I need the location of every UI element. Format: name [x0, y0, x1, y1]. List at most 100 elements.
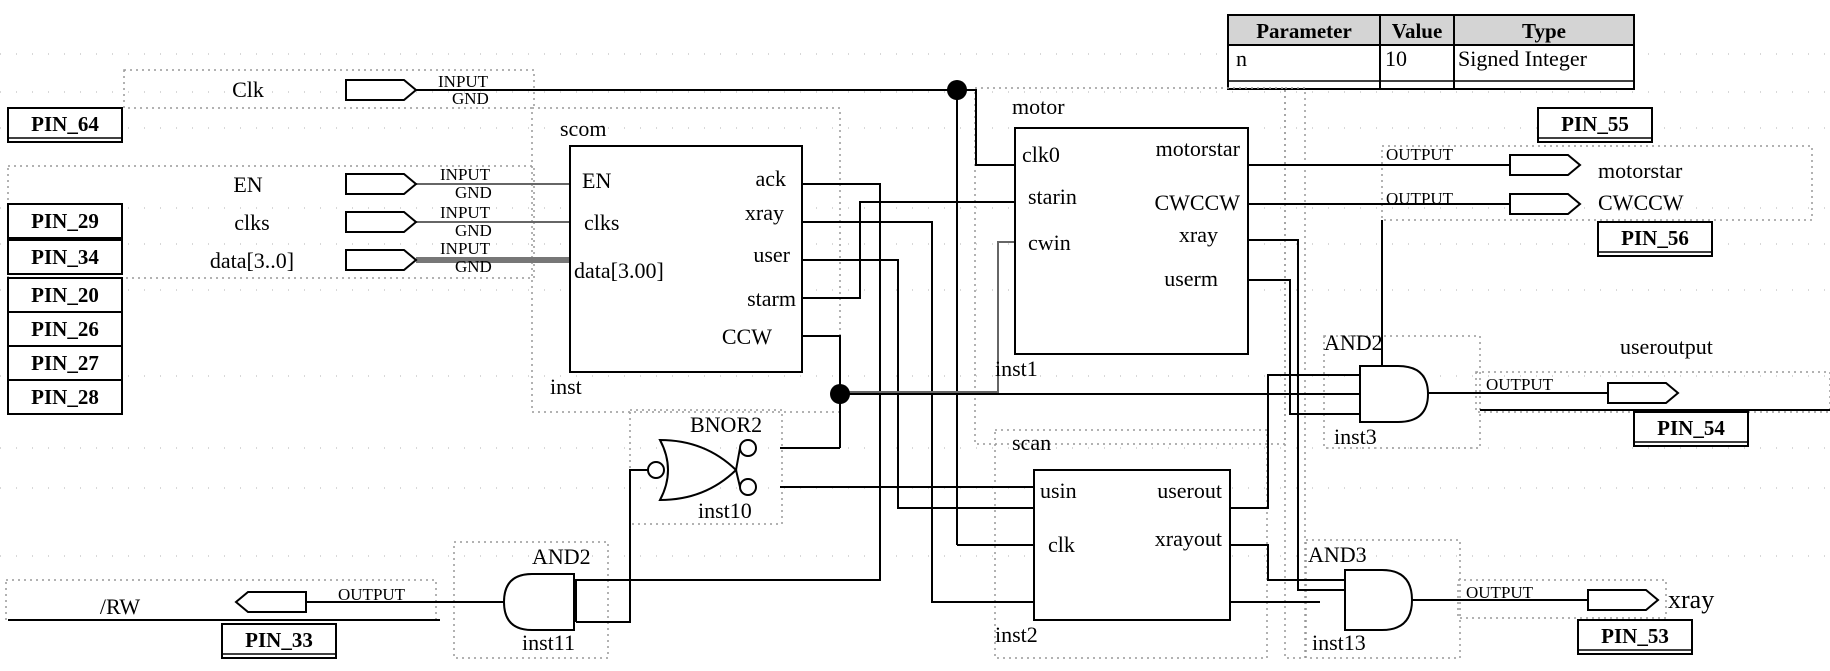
motor-output-xray: xray: [1179, 222, 1218, 247]
input-port-en-default: GND: [455, 183, 492, 202]
input-port-clk-name: Clk: [232, 77, 264, 102]
pin-box-53: PIN_53: [1577, 619, 1693, 655]
background-grid: [0, 53, 1830, 557]
output-port-useroutput-name: useroutput: [1620, 334, 1713, 359]
block-motor: motor inst1 clk0 starin cwin motorstar C…: [995, 94, 1249, 381]
input-port-clk-default: GND: [452, 89, 489, 108]
output-port-useroutput: useroutput OUTPUT: [1486, 334, 1713, 404]
pin-label-34: PIN_34: [31, 245, 99, 269]
scom-input-clks: clks: [584, 210, 619, 235]
input-port-clks: clks INPUT GND: [234, 203, 492, 240]
output-port-cwccw-name: CWCCW: [1598, 190, 1684, 215]
block-scom-instance: inst: [550, 374, 582, 399]
input-port-data-name: data[3..0]: [210, 248, 294, 273]
gate-and2-inst3: AND2 inst3: [1324, 330, 1430, 449]
parameter-table: Parameter Value Type n 10 Signed Integer: [1227, 14, 1635, 90]
block-scan-name: scan: [1012, 430, 1051, 455]
scan-input-clk: clk: [1048, 532, 1075, 557]
pin-boxes: PIN_64 PIN_29 PIN_34 PIN_20 PIN_26 PIN_2…: [7, 107, 1749, 659]
input-port-data-default: GND: [455, 257, 492, 276]
pin-label-29: PIN_29: [31, 209, 99, 233]
motor-input-starin: starin: [1028, 184, 1077, 209]
motor-input-clk0: clk0: [1022, 142, 1060, 167]
input-port-clks-dir: INPUT: [440, 203, 491, 222]
output-port-rw-name: /RW: [100, 594, 141, 619]
scan-input-usin: usin: [1040, 478, 1077, 503]
pin-box-55: PIN_55: [1537, 107, 1653, 143]
pin-box-33: PIN_33: [221, 623, 337, 659]
input-port-en: EN INPUT GND: [233, 165, 492, 202]
pin-label-54: PIN_54: [1657, 416, 1725, 440]
gate-and2-inst11-instance: inst11: [522, 630, 575, 655]
input-port-data: data[3..0] INPUT GND: [210, 239, 492, 276]
gate-and3-inst13: AND3 inst13: [1308, 542, 1414, 655]
scom-output-user: user: [753, 242, 790, 267]
pin-label-33: PIN_33: [245, 628, 313, 652]
pin-label-20: PIN_20: [31, 283, 99, 307]
output-port-motorstar-name: motorstar: [1598, 158, 1683, 183]
output-port-cwccw-dir: OUTPUT: [1386, 189, 1454, 208]
input-port-clk: Clk INPUT GND: [232, 72, 489, 108]
input-port-clks-name: clks: [234, 210, 269, 235]
gate-and2-inst3-type: AND2: [1324, 330, 1383, 355]
block-scan-instance: inst2: [995, 622, 1038, 647]
motor-output-cwccw: CWCCW: [1154, 190, 1240, 215]
input-port-clk-dir: INPUT: [438, 72, 489, 91]
pin-box-28: PIN_28: [7, 379, 123, 415]
pin-box-26: PIN_26: [7, 311, 123, 347]
pin-label-64: PIN_64: [31, 112, 99, 136]
pin-label-28: PIN_28: [31, 385, 99, 409]
param-value: 10: [1385, 46, 1407, 71]
gate-and3-inst13-instance: inst13: [1312, 630, 1366, 655]
input-port-clks-default: GND: [455, 221, 492, 240]
gate-bnor2-instance: inst10: [698, 498, 752, 523]
gate-bnor2: BNOR2 inst10: [647, 412, 762, 523]
pin-label-53: PIN_53: [1601, 624, 1669, 648]
pin-label-55: PIN_55: [1561, 112, 1629, 136]
input-port-en-dir: INPUT: [440, 165, 491, 184]
scom-input-data: data[3.00]: [574, 258, 664, 283]
gate-and2-inst11: AND2 inst11: [502, 544, 591, 655]
param-header-value: Value: [1392, 19, 1443, 43]
pin-box-64: PIN_64: [7, 107, 123, 143]
scan-output-userout: userout: [1157, 478, 1222, 503]
input-port-data-dir: INPUT: [440, 239, 491, 258]
motor-output-userm: userm: [1164, 266, 1218, 291]
param-header-parameter: Parameter: [1256, 19, 1352, 43]
pin-box-34: PIN_34: [7, 239, 123, 275]
block-scan: scan inst2 usin clk userout xrayout: [995, 430, 1231, 647]
block-scom: scom inst EN clks data[3.00] ack xray us…: [550, 116, 803, 399]
pin-label-56: PIN_56: [1621, 226, 1689, 250]
output-port-useroutput-dir: OUTPUT: [1486, 375, 1554, 394]
junction-dot-clk: [947, 80, 967, 100]
scom-output-starm: starm: [747, 286, 796, 311]
scom-output-ccw: CCW: [722, 324, 772, 349]
output-port-rw: /RW OUTPUT: [100, 585, 406, 619]
gate-and3-inst13-type: AND3: [1308, 542, 1367, 567]
output-port-xray: xray OUTPUT: [1466, 583, 1714, 614]
param-type: Signed Integer: [1458, 46, 1588, 71]
output-port-xray-dir: OUTPUT: [1466, 583, 1534, 602]
output-port-motorstar: motorstar OUTPUT: [1386, 145, 1683, 183]
block-scom-name: scom: [560, 116, 606, 141]
block-motor-name: motor: [1012, 94, 1065, 119]
pin-label-27: PIN_27: [31, 351, 99, 375]
pin-label-26: PIN_26: [31, 317, 99, 341]
motor-output-motorstar: motorstar: [1156, 136, 1241, 161]
output-port-rw-dir: OUTPUT: [338, 585, 406, 604]
pin-box-20: PIN_20: [7, 277, 123, 313]
param-header-type: Type: [1522, 19, 1566, 43]
pin-box-56: PIN_56: [1597, 221, 1713, 257]
scom-output-ack: ack: [755, 166, 786, 191]
scan-output-xrayout: xrayout: [1155, 526, 1222, 551]
gate-bnor2-type: BNOR2: [690, 412, 762, 437]
junction-dot-ccw: [830, 384, 850, 404]
pin-box-29: PIN_29: [7, 203, 123, 239]
scom-input-en: EN: [582, 168, 611, 193]
output-port-cwccw: CWCCW OUTPUT: [1386, 189, 1684, 215]
gate-and2-inst3-instance: inst3: [1334, 424, 1377, 449]
gate-and2-inst11-type: AND2: [532, 544, 591, 569]
block-motor-instance: inst1: [995, 356, 1038, 381]
output-port-motorstar-dir: OUTPUT: [1386, 145, 1454, 164]
